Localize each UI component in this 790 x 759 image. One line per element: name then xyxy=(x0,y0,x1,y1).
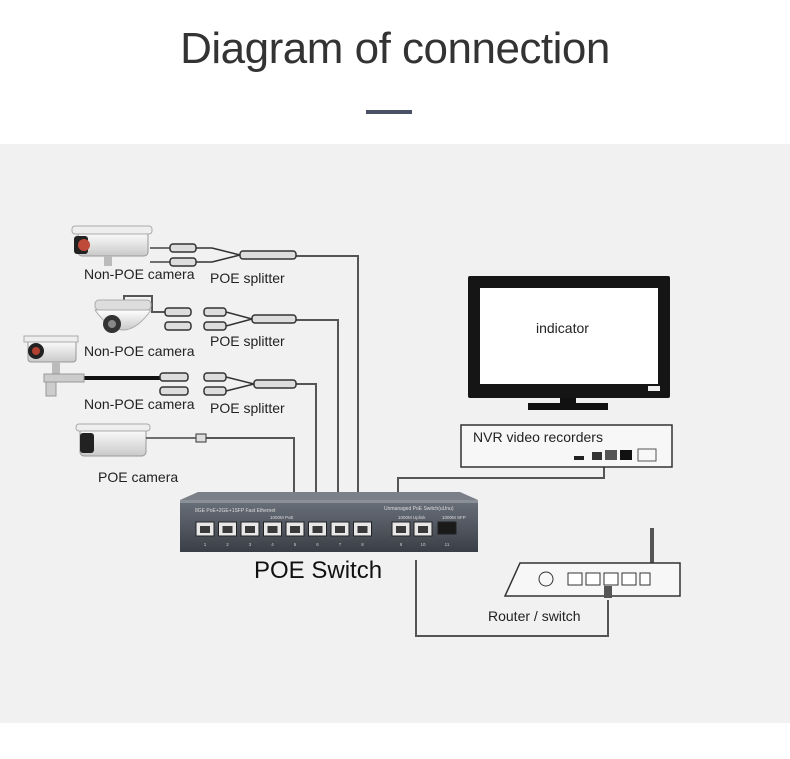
switch-port-number: 3 xyxy=(249,542,252,547)
cable-switch-nvr xyxy=(397,462,605,492)
cable-splitter2-switch xyxy=(296,319,339,492)
switch-port-number: 2 xyxy=(226,542,229,547)
switch-port-number: 9 xyxy=(400,542,403,547)
switch-poe-group: 1000M PoE xyxy=(270,515,294,520)
label-non-poe-camera-1: Non-POE camera xyxy=(84,266,195,282)
switch-port-11 xyxy=(437,521,457,535)
switch-left-caption: 8GE PoE+2GE+1SFP Fast Ethernet xyxy=(195,508,276,514)
switch-port-socket-6 xyxy=(312,526,323,533)
label-poe-splitter-2: POE splitter xyxy=(210,333,285,349)
switch-uplink-group: 1000M Uplink xyxy=(398,515,426,520)
router-icon xyxy=(503,528,681,598)
label-non-poe-camera-2: Non-POE camera xyxy=(84,343,195,359)
label-poe-switch: POE Switch xyxy=(254,557,383,584)
label-non-poe-camera-3: Non-POE camera xyxy=(84,396,195,412)
switch-port-socket-5 xyxy=(290,526,300,533)
label-nvr: NVR video recorders xyxy=(473,429,603,445)
switch-port-socket-1 xyxy=(200,526,210,533)
switch-right-caption: Unmanaged PoE Switch(uUnu) xyxy=(384,506,454,512)
switch-port-number: 8 xyxy=(361,542,364,547)
switch-port-socket-8 xyxy=(357,526,368,533)
switch-port-socket-9 xyxy=(396,526,406,533)
non-poe-camera-2-icon xyxy=(94,299,152,333)
switch-sfp-label: 1000M SFP xyxy=(442,515,466,520)
page-title: Diagram of connection xyxy=(180,24,610,73)
label-poe-splitter-3: POE splitter xyxy=(210,400,285,416)
switch-port-number: 11 xyxy=(445,542,450,547)
nvr-icon xyxy=(460,424,673,468)
splitter-1 xyxy=(150,243,297,267)
cable-switch-router xyxy=(415,560,609,637)
non-poe-camera-1-icon xyxy=(71,225,153,266)
switch-ports: 1 2 3 4 5 6 7 8 9 10 11 xyxy=(195,521,457,547)
switch-port-socket-4 xyxy=(267,526,278,533)
switch-port-number: 7 xyxy=(339,542,342,547)
poe-camera-icon xyxy=(75,423,207,457)
cable-splitter3-switch xyxy=(296,383,317,492)
switch-port-number: 5 xyxy=(294,542,297,547)
cable-splitter1-switch xyxy=(296,255,359,492)
non-poe-camera-3-icon xyxy=(23,335,85,397)
switch-port-number: 1 xyxy=(204,542,207,547)
monitor-icon xyxy=(468,276,670,410)
splitter-2 xyxy=(164,307,297,331)
title-underline xyxy=(366,110,412,114)
switch-port-socket-7 xyxy=(335,526,345,533)
label-monitor: indicator xyxy=(536,320,589,336)
label-poe-splitter-1: POE splitter xyxy=(210,270,285,286)
splitter-3 xyxy=(159,372,297,396)
switch-port-socket-3 xyxy=(245,526,255,533)
switch-port-number: 4 xyxy=(271,542,274,547)
switch-port-socket-10 xyxy=(418,526,428,533)
label-poe-camera: POE camera xyxy=(98,469,179,485)
switch-port-number: 10 xyxy=(420,542,426,547)
cable-poecam-switch xyxy=(205,437,295,492)
switch-port-number: 6 xyxy=(316,542,319,547)
switch-port-socket-2 xyxy=(222,526,233,533)
label-router: Router / switch xyxy=(488,608,581,624)
